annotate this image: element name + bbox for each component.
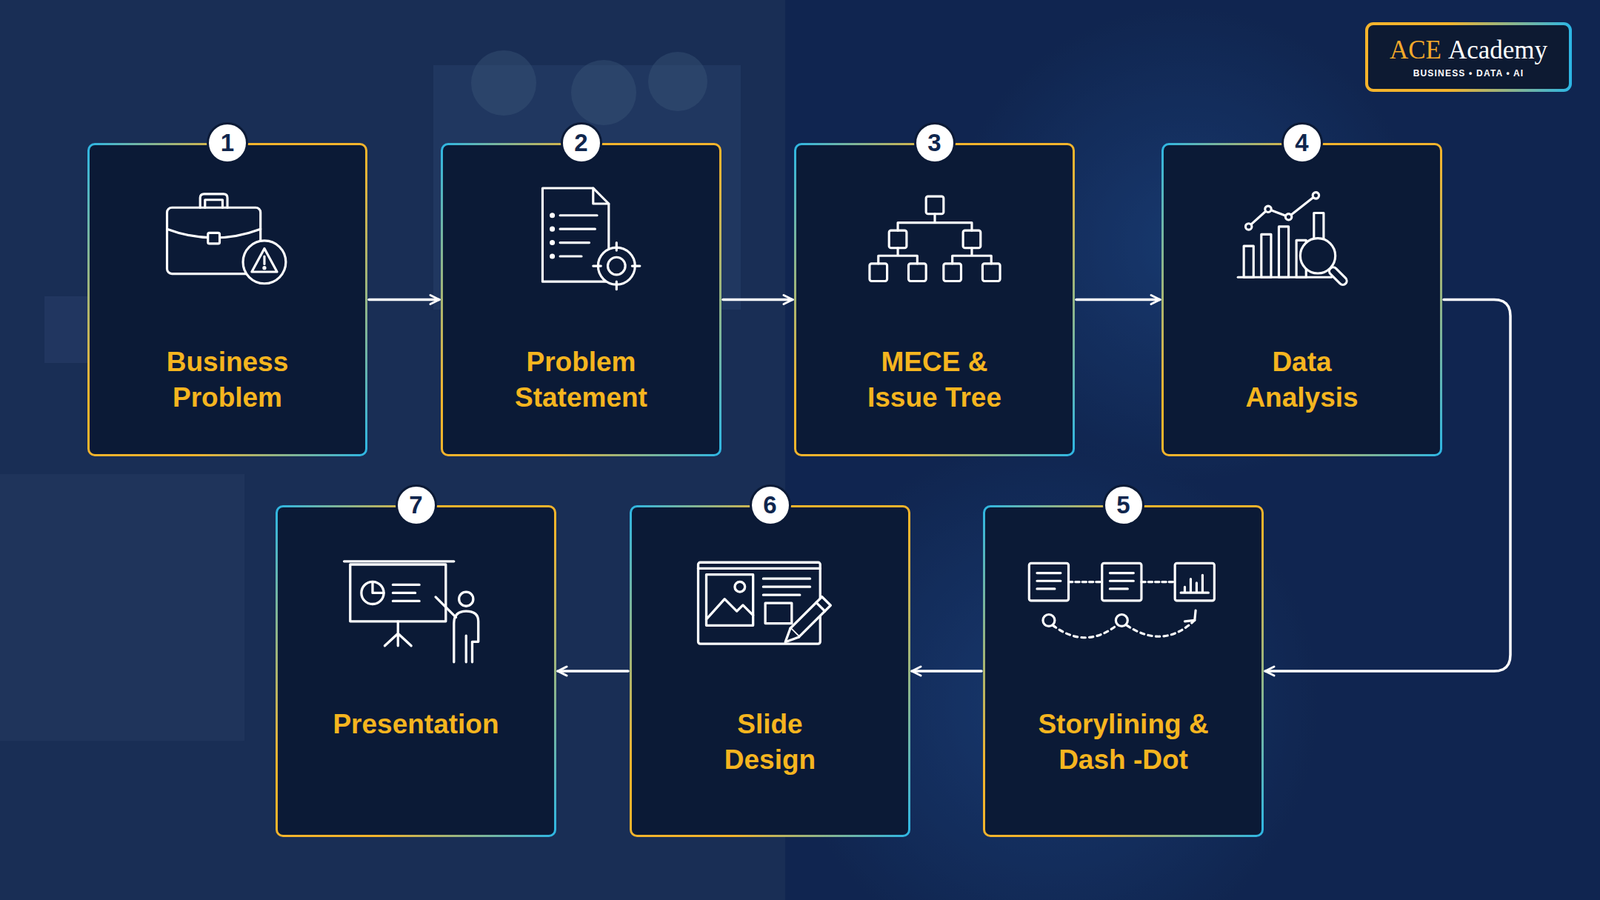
step-icon-shape bbox=[1028, 562, 1215, 638]
photo-figure bbox=[571, 60, 637, 126]
step-icon bbox=[1025, 559, 1223, 658]
flow-arrow bbox=[557, 669, 629, 673]
flow-arrow bbox=[911, 669, 982, 673]
flow-arrow bbox=[368, 298, 440, 302]
step-icon bbox=[866, 180, 1003, 292]
step-title: Business Problem bbox=[142, 344, 313, 416]
step-icon-shape bbox=[542, 188, 640, 290]
step-icon bbox=[694, 556, 847, 669]
callout-number: 6 bbox=[749, 484, 792, 526]
callout-number: 4 bbox=[1281, 122, 1323, 164]
logo-name: Academy bbox=[1448, 35, 1548, 65]
callout-number: 5 bbox=[1102, 484, 1145, 526]
process-box: 7Presentation bbox=[275, 505, 557, 838]
photo-figure bbox=[471, 50, 537, 116]
photo-panel bbox=[44, 296, 89, 363]
process-box: 2Problem Statement bbox=[440, 142, 722, 457]
step-icon bbox=[159, 182, 296, 294]
photo-panel bbox=[0, 474, 245, 741]
logo-mark: ACE bbox=[1389, 35, 1442, 65]
flow-arrow bbox=[1076, 298, 1160, 302]
step-title: Slide Design bbox=[700, 706, 841, 778]
process-box: 1Business Problem bbox=[87, 142, 368, 457]
callout-number: 1 bbox=[206, 122, 249, 164]
process-box: 4Data Analysis bbox=[1161, 142, 1443, 457]
step-title: MECE & Issue Tree bbox=[854, 344, 1015, 416]
process-box: 5Storylining & Dash -Dot bbox=[982, 505, 1264, 838]
callout-number: 3 bbox=[914, 122, 956, 164]
callout-number: 2 bbox=[560, 122, 603, 164]
logo-tagline: BUSINESS • DATA • AI bbox=[1413, 67, 1525, 80]
step-icon bbox=[340, 556, 493, 669]
logo-wordmark: ACEAcademy bbox=[1389, 35, 1548, 66]
step-icon-shape bbox=[697, 562, 831, 646]
photo-figure bbox=[648, 51, 708, 112]
process-box: 3MECE & Issue Tree bbox=[794, 142, 1075, 457]
flow-arrow bbox=[722, 298, 793, 302]
process-box: 6Slide Design bbox=[629, 505, 911, 838]
step-title: Presentation bbox=[294, 706, 539, 743]
step-icon bbox=[1234, 183, 1371, 295]
logo-box: ACEAcademyBUSINESS • DATA • AI bbox=[1365, 22, 1572, 92]
step-icon-shape bbox=[1237, 192, 1349, 287]
step-title: Problem Statement bbox=[496, 344, 667, 416]
step-icon-shape bbox=[167, 194, 286, 284]
step-title: Data Analysis bbox=[1228, 344, 1377, 416]
step-icon bbox=[513, 182, 650, 294]
callout-number: 7 bbox=[395, 484, 438, 526]
step-icon-shape bbox=[868, 196, 1000, 281]
step-title: Storylining & Dash -Dot bbox=[1023, 706, 1224, 778]
step-icon-shape bbox=[343, 561, 478, 663]
